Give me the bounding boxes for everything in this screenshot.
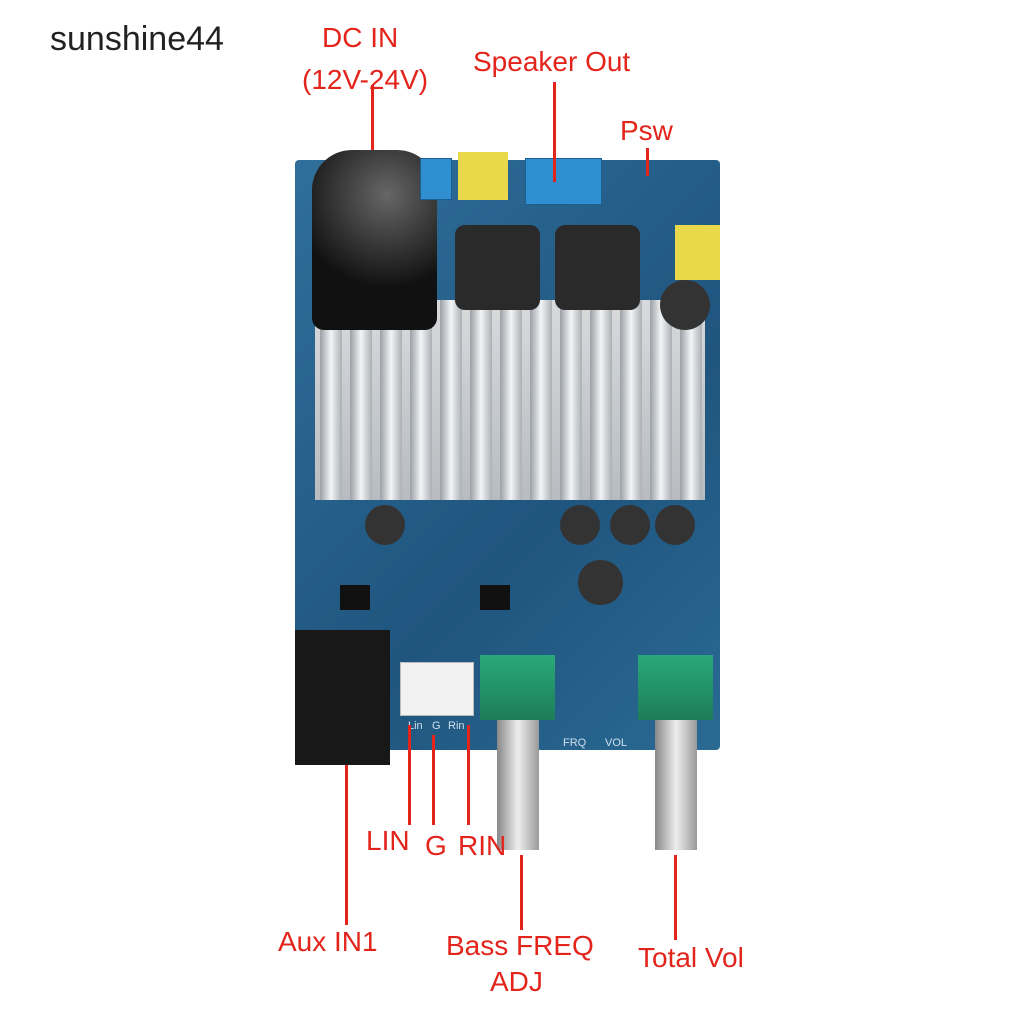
- silk-frq: FRQ: [563, 737, 587, 749]
- silk-vol: VOL: [605, 737, 628, 749]
- film-capacitor: [675, 225, 720, 280]
- inductor: [455, 225, 540, 310]
- arrow: [408, 725, 411, 825]
- arrow: [371, 85, 374, 150]
- vol-shaft: [655, 720, 697, 850]
- label-bass-freq: Bass FREQ: [446, 930, 594, 961]
- label-adj: ADJ: [490, 966, 543, 997]
- watermark: sunshine44: [50, 20, 224, 58]
- power-terminal: [420, 158, 452, 200]
- label-lin: LIN: [366, 825, 410, 856]
- small-capacitor: [365, 505, 405, 545]
- arrow: [674, 855, 677, 940]
- arrow: [345, 765, 348, 925]
- silk-rin: Rin: [448, 720, 465, 732]
- ic-chip: [480, 585, 510, 610]
- small-capacitor: [660, 280, 710, 330]
- aux-jack: [295, 630, 390, 765]
- input-connector: [400, 662, 474, 716]
- vol-potentiometer: [638, 655, 713, 720]
- electrolytic-capacitor: [312, 150, 437, 330]
- film-capacitor: [458, 152, 508, 200]
- ic-chip: [340, 585, 370, 610]
- label-total-vol: Total Vol: [638, 942, 744, 973]
- arrow: [520, 855, 523, 930]
- label-g: G: [425, 830, 447, 861]
- silk-lin: Lin: [408, 720, 423, 732]
- inductor: [555, 225, 640, 310]
- label-psw: Psw: [620, 115, 673, 146]
- arrow: [467, 725, 470, 825]
- arrow: [432, 735, 435, 825]
- speaker-terminal: [525, 158, 602, 205]
- silk-g: G: [432, 720, 441, 732]
- arrow: [553, 82, 556, 182]
- label-speaker-out: Speaker Out: [473, 46, 631, 77]
- label-dc-in: DC IN: [322, 22, 399, 53]
- label-rin: RIN: [458, 830, 507, 861]
- label-aux-in1: Aux IN1: [278, 926, 378, 957]
- freq-potentiometer: [480, 655, 555, 720]
- label-dc-range: (12V-24V): [302, 64, 429, 95]
- arrow: [646, 148, 649, 176]
- freq-shaft: [497, 720, 539, 850]
